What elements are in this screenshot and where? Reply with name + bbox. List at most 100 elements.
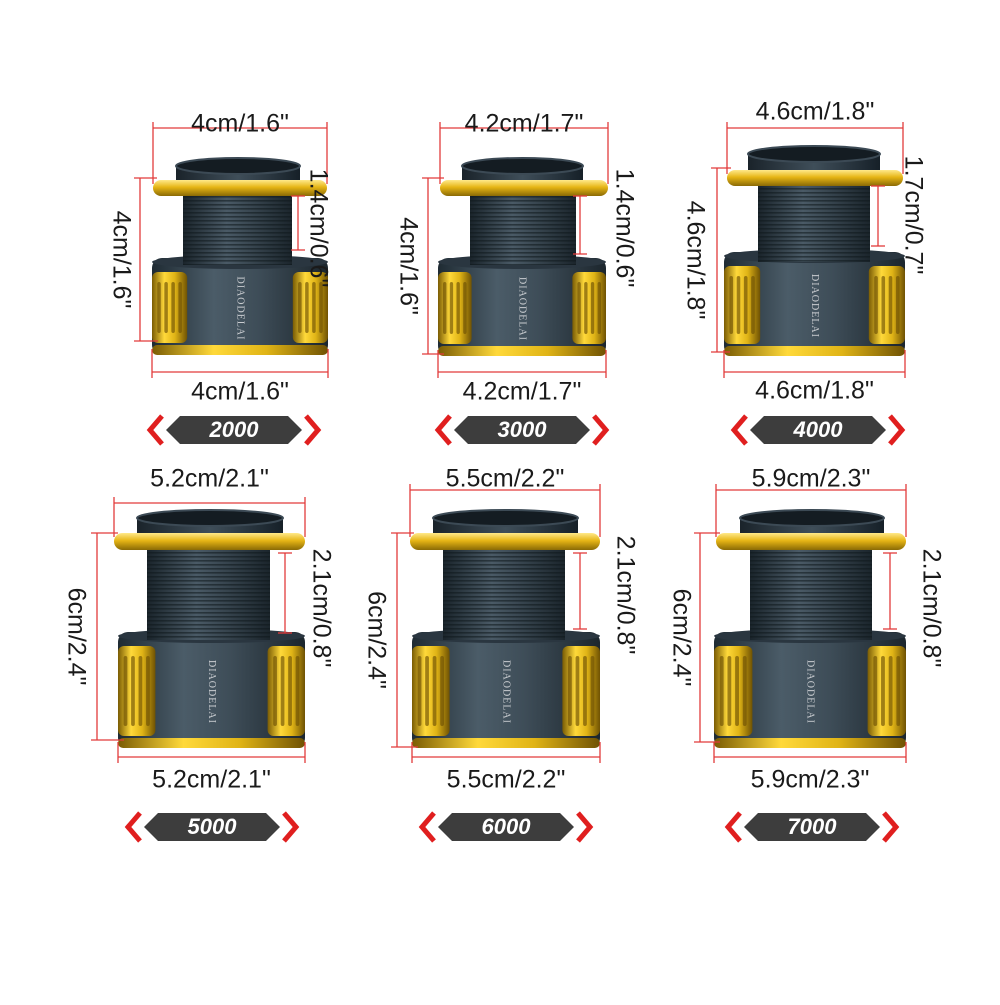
dimension-lines: [422, 122, 609, 378]
model-badge-bg: [744, 813, 880, 841]
line-depth-label: 2.1cm/0.8": [611, 536, 639, 655]
spool-slot: [178, 282, 182, 333]
dimension-lines: [694, 484, 907, 763]
spool-slot: [719, 656, 724, 726]
brand-logo: DIAODELAI: [501, 660, 512, 724]
height-label: 6cm/2.4": [667, 589, 695, 687]
spool-6000: DIAODELAI5.5cm/2.2"5.5cm/2.2"6cm/2.4"2.1…: [362, 465, 639, 843]
spool-slot: [597, 282, 601, 334]
spool-slot: [298, 282, 302, 333]
spool-slot: [881, 276, 886, 334]
spool-slot: [123, 656, 128, 726]
height-label: 4cm/1.6": [394, 217, 422, 315]
spool-top-opening: [136, 509, 284, 527]
spool-slot: [727, 656, 732, 726]
spool-slot: [735, 656, 739, 726]
spool-slot: [590, 656, 595, 726]
spool-slot: [874, 276, 878, 334]
spool-slot: [449, 282, 454, 334]
spool-slot: [273, 656, 277, 726]
model-badge: 2000: [146, 414, 322, 446]
spool-bottom-band: [152, 345, 328, 355]
spool-bottom-band: [724, 346, 905, 356]
model-label: 5000: [188, 814, 238, 839]
spool-slot: [157, 282, 161, 333]
spool-skirt: [438, 258, 606, 356]
spool-slot: [729, 276, 734, 334]
dimension-lines: [91, 497, 306, 763]
model-label: 4000: [793, 417, 844, 442]
spool-skirt: [412, 632, 600, 748]
spool-slot: [743, 276, 748, 334]
brand-logo: DIAODELAI: [805, 660, 816, 724]
spool-slot: [425, 656, 429, 726]
height-label: 6cm/2.4": [362, 591, 390, 689]
model-badge: 4000: [730, 414, 906, 446]
spool-bottom-band: [438, 346, 606, 356]
bottom-width-label: 5.5cm/2.2": [447, 766, 566, 794]
spool-slot: [584, 282, 588, 334]
badge-chevron-right: [282, 811, 300, 843]
spool-slot: [295, 656, 300, 726]
spool-slot: [888, 276, 893, 334]
bottom-width-label: 5.2cm/2.1": [152, 766, 271, 794]
model-label: 3000: [498, 417, 548, 442]
spool-skirt: [118, 632, 305, 748]
spool-top-opening: [432, 509, 579, 527]
spool-top-opening: [175, 157, 301, 175]
spool-illustration: DIAODELAI: [152, 157, 328, 355]
spool-slot: [888, 656, 893, 726]
brand-logo: DIAODELAI: [517, 277, 528, 341]
spool-slot: [443, 282, 447, 334]
bottom-width-label: 4.6cm/1.8": [755, 377, 874, 405]
spool-2000: DIAODELAI4cm/1.6"4cm/1.6"4cm/1.6"1.4cm/0…: [107, 110, 332, 446]
height-label: 4.6cm/1.8": [681, 201, 709, 320]
model-badge-bg: [166, 416, 302, 444]
model-badge-bg: [144, 813, 280, 841]
spool-slot: [577, 282, 581, 334]
spool-slot: [319, 282, 323, 333]
model-badge-bg: [750, 416, 886, 444]
model-label: 2000: [209, 417, 260, 442]
dimension-lines: [134, 122, 329, 378]
spool-slot: [146, 656, 150, 726]
spool-slot: [742, 656, 747, 726]
spool-5000: DIAODELAI5.2cm/2.1"5.2cm/2.1"6cm/2.4"2.1…: [62, 465, 335, 843]
spool-top-opening: [739, 509, 885, 527]
bottom-width-label: 5.9cm/2.3": [751, 766, 870, 794]
spool-bottom-band: [118, 738, 305, 748]
spool-slot: [440, 656, 444, 726]
brand-logo: DIAODELAI: [235, 277, 246, 341]
spool-bottom-band: [714, 738, 906, 748]
spool-flange: [716, 533, 906, 550]
top-width-label: 4.2cm/1.7": [465, 110, 584, 138]
spool-7000: DIAODELAI5.9cm/2.3"5.9cm/2.3"6cm/2.4"2.1…: [667, 465, 945, 843]
spool-illustration: DIAODELAI: [438, 157, 608, 356]
model-badge-bg: [454, 416, 590, 444]
spool-slot: [131, 656, 135, 726]
spool-core-threads: [750, 546, 872, 640]
badge-chevron-left: [146, 414, 164, 446]
line-depth-label: 2.1cm/0.8": [917, 549, 945, 668]
spool-slot: [432, 656, 437, 726]
spool-top-opening: [461, 157, 584, 175]
spool-illustration: DIAODELAI: [114, 509, 305, 748]
model-badge: 3000: [434, 414, 610, 446]
model-badge: 7000: [724, 811, 900, 843]
spool-slot: [164, 282, 168, 333]
line-depth-label: 2.1cm/0.8": [307, 549, 335, 668]
badge-chevron-left: [418, 811, 436, 843]
brand-logo: DIAODELAI: [809, 274, 820, 338]
spool-4000: DIAODELAI4.6cm/1.8"4.6cm/1.8"4.6cm/1.8"1…: [681, 98, 927, 446]
spool-skirt: [724, 252, 905, 356]
spool-skirt: [152, 258, 328, 355]
spool-slot: [881, 656, 885, 726]
spool-slot: [288, 656, 292, 726]
spool-flange: [440, 180, 608, 196]
badge-chevron-right: [882, 811, 900, 843]
spool-slot: [896, 656, 901, 726]
spool-slot: [171, 282, 175, 333]
model-badge: 5000: [124, 811, 300, 843]
spool-illustration: DIAODELAI: [724, 145, 905, 356]
